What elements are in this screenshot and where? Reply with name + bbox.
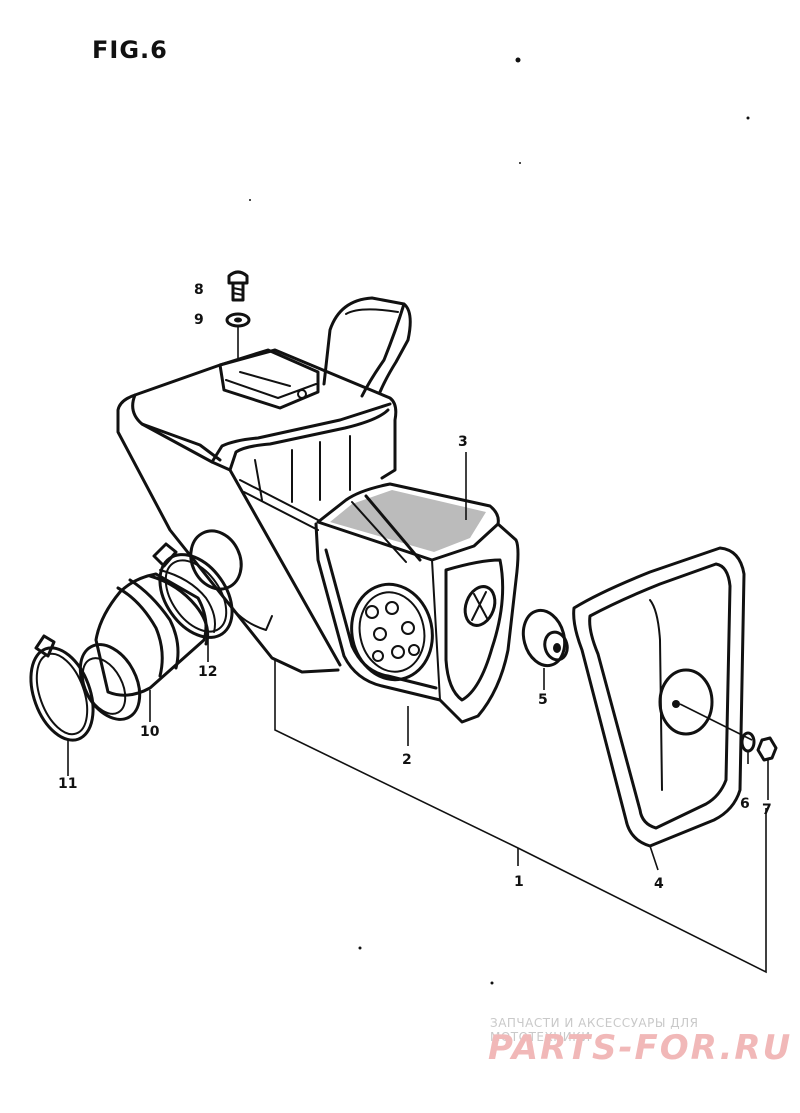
callout-2: 2 xyxy=(402,752,412,768)
part-12-clamp xyxy=(152,542,234,662)
part-5-grommet xyxy=(521,608,569,690)
part-4-cover xyxy=(572,546,753,871)
callout-5: 5 xyxy=(538,692,548,708)
callout-3: 3 xyxy=(458,434,468,450)
watermark-tagline: ЗАПЧАСТИ И АКСЕССУАРЫ ДЛЯ МОТОТЕХНИКИ xyxy=(490,1016,699,1044)
callout-11: 11 xyxy=(58,776,78,792)
callout-4: 4 xyxy=(654,876,664,892)
part-3-filter-element xyxy=(314,482,520,724)
part-2-air-cleaner-case xyxy=(116,296,412,674)
part-9-washer xyxy=(225,312,251,358)
callout-7: 7 xyxy=(762,802,772,818)
callout-6: 6 xyxy=(740,796,750,812)
callout-8: 8 xyxy=(194,282,204,298)
callout-9: 9 xyxy=(194,312,204,328)
watermark-logo: PARTS-FOR.RU xyxy=(488,1028,793,1068)
figure-title: FIG.6 xyxy=(92,36,168,64)
part-11-hose-clamp xyxy=(29,634,95,776)
callout-1: 1 xyxy=(514,874,524,890)
callout-10: 10 xyxy=(140,724,160,740)
part-6-washer xyxy=(740,731,756,764)
part-8-bolt xyxy=(227,270,249,302)
callout-12: 12 xyxy=(198,664,218,680)
part-1-assembly-bracket xyxy=(274,452,767,974)
part-10-intake-duct xyxy=(78,569,216,722)
part-7-nut xyxy=(756,736,778,800)
scan-specks xyxy=(249,57,750,985)
